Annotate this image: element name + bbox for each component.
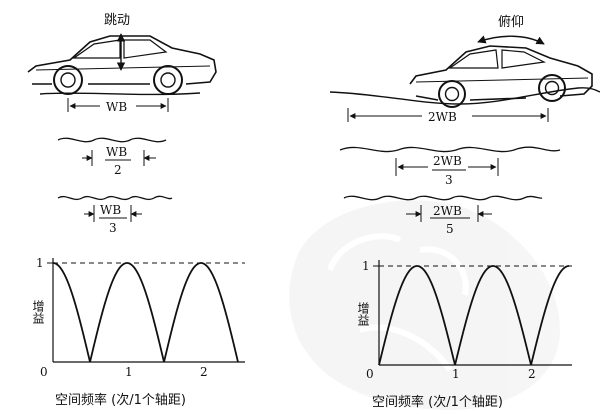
left-wave-third-num: WB [100, 203, 121, 217]
right-wave-fifth-dimension [406, 205, 492, 222]
right-xtick-0: 0 [366, 367, 374, 381]
right-wave-fifth-num: 2WB [433, 204, 462, 218]
left-wave-half [57, 137, 167, 143]
watermark-seal [289, 200, 560, 410]
right-xtick-1: 1 [452, 367, 460, 381]
left-ylabel: 增益 [31, 300, 45, 324]
right-gain-curve [378, 265, 570, 366]
left-car-illustration [27, 35, 217, 96]
right-2wb-label: 2WB [428, 110, 457, 124]
pitch-arrow [477, 35, 545, 45]
right-ylabel: 增益 [356, 302, 370, 326]
left-wave-third [57, 195, 173, 201]
left-wb-label: WB [106, 100, 127, 114]
left-wave-third-den: 3 [109, 221, 117, 235]
left-wave-half-dimension [82, 150, 156, 166]
left-xtick-1: 1 [125, 365, 133, 379]
left-wave-third-dimension [84, 205, 142, 222]
right-gain-plot [373, 260, 572, 366]
left-wave-half-den: 2 [114, 163, 122, 177]
pitch-label: 俯仰 [498, 14, 524, 30]
left-wave-half-num: WB [106, 145, 127, 159]
left-xtick-0: 0 [40, 365, 48, 379]
right-wave-third-num: 2WB [433, 154, 462, 168]
left-xtick-2: 2 [200, 365, 208, 379]
right-wave-fifth [343, 195, 543, 201]
bounce-label: 跳动 [104, 13, 130, 28]
left-xlabel: 空间频率 (次/1个轴距) [55, 392, 186, 408]
right-2wb-dimension [347, 108, 549, 122]
right-ytick-1: 1 [362, 259, 370, 273]
right-wave-third [339, 146, 561, 153]
left-wb-dimension [67, 98, 169, 112]
right-wave-third-den: 3 [445, 173, 453, 187]
right-wave-third-dimension [395, 158, 499, 176]
right-car-illustration [329, 45, 600, 108]
right-xlabel: 空间频率 (次/1个轴距) [372, 394, 503, 410]
left-ytick-1: 1 [36, 256, 44, 270]
right-xtick-2: 2 [528, 367, 536, 381]
right-wave-fifth-den: 5 [446, 222, 454, 236]
left-gain-plot [47, 258, 245, 363]
left-gain-curve [52, 262, 239, 363]
